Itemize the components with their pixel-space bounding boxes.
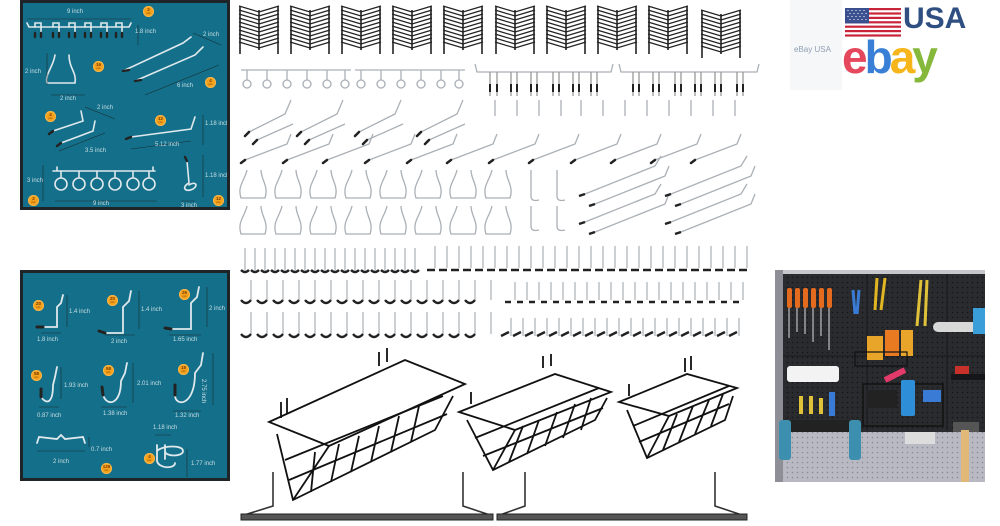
label-loop-width: 3 inch	[181, 203, 198, 209]
ebay-letter-e: e	[842, 31, 868, 83]
label-uhook-width: 2 inch	[60, 96, 77, 102]
long-prong-grips	[578, 192, 682, 236]
ebay-letter-b: b	[864, 31, 893, 83]
label-jhook-s-width: 0.87 inch	[37, 413, 62, 419]
l-j-hooks	[244, 246, 748, 336]
hook-diagrams-bottom	[35, 286, 214, 477]
logo-usa-text: USA	[903, 2, 967, 35]
peg-lock-bundles	[238, 5, 742, 59]
label-ringrack-width: 9 inch	[93, 201, 110, 207]
label-lhook-l-width: 1.65 inch	[173, 337, 198, 343]
u-hooks	[239, 155, 756, 235]
hook-grips	[239, 130, 697, 165]
ebay-letter-a: a	[889, 31, 916, 83]
logo-side-text: eBay USA	[794, 45, 831, 54]
label-dprong-short-width: 2 inch	[97, 105, 114, 111]
wire-baskets	[266, 348, 740, 502]
label-rack-height: 1.8 inch	[135, 29, 157, 35]
us-flag-icon	[845, 8, 901, 37]
label-jhook-s-height: 1.93 inch	[64, 383, 89, 389]
ebay-wordmark: ebay	[842, 31, 938, 83]
prong-hooks	[244, 99, 742, 161]
rack-hook-tips	[489, 84, 744, 92]
basket-large	[266, 348, 468, 502]
basket-medium	[456, 354, 614, 472]
l-j-grips	[240, 268, 747, 339]
screwdriver-set	[787, 288, 832, 350]
ebay-letter-y: y	[912, 31, 938, 83]
label-lhook-l-height: 2 inch	[209, 306, 226, 312]
label-ringrack-height: 3 inch	[27, 178, 44, 184]
label-jhook-l-width: 1.32 inch	[175, 413, 200, 419]
label-loop-height: 1.18 inch	[205, 173, 230, 179]
label-jhook-m-height: 2.01 inch	[137, 381, 162, 387]
basket-small	[616, 356, 740, 460]
label-lhook-m-width: 2 inch	[111, 339, 128, 345]
pegboard-in-use-photo	[775, 270, 985, 482]
shelf-brackets	[240, 472, 748, 521]
label-uhook-height: 2 inch	[25, 69, 42, 75]
label-dprong-long-length: 6 inch	[177, 83, 194, 89]
label-lhook-s-width: 1.8 inch	[37, 337, 59, 343]
label-rack-width: 9 inch	[67, 9, 84, 15]
label-single-length: 5.12 inch	[155, 142, 180, 148]
label-lhook-s-height: 1.4 inch	[69, 309, 91, 315]
label-jhook-l-height: 2.75 inch	[200, 379, 206, 404]
kit-contents-image	[238, 5, 760, 521]
logo-side-panel	[790, 0, 842, 90]
label-ringholder-height: 1.77 inch	[191, 461, 216, 467]
label-jhook-m-width: 1.38 inch	[103, 411, 128, 417]
label-dprong-long-width: 2 inch	[203, 32, 220, 38]
label-dprong-short-length: 3.5 inch	[85, 148, 107, 154]
label-ringholder-width: 1.18 inch	[153, 425, 178, 431]
label-lhook-m-height: 1.4 inch	[141, 307, 163, 313]
label-peglock-width: 2 inch	[53, 459, 70, 465]
hook-diagrams-top	[26, 18, 222, 202]
ebay-usa-logo: eBay USA USA ebay	[790, 0, 985, 90]
label-peglock-height: 0.7 inch	[91, 447, 113, 453]
label-single-height: 1.18 inch	[205, 121, 230, 127]
